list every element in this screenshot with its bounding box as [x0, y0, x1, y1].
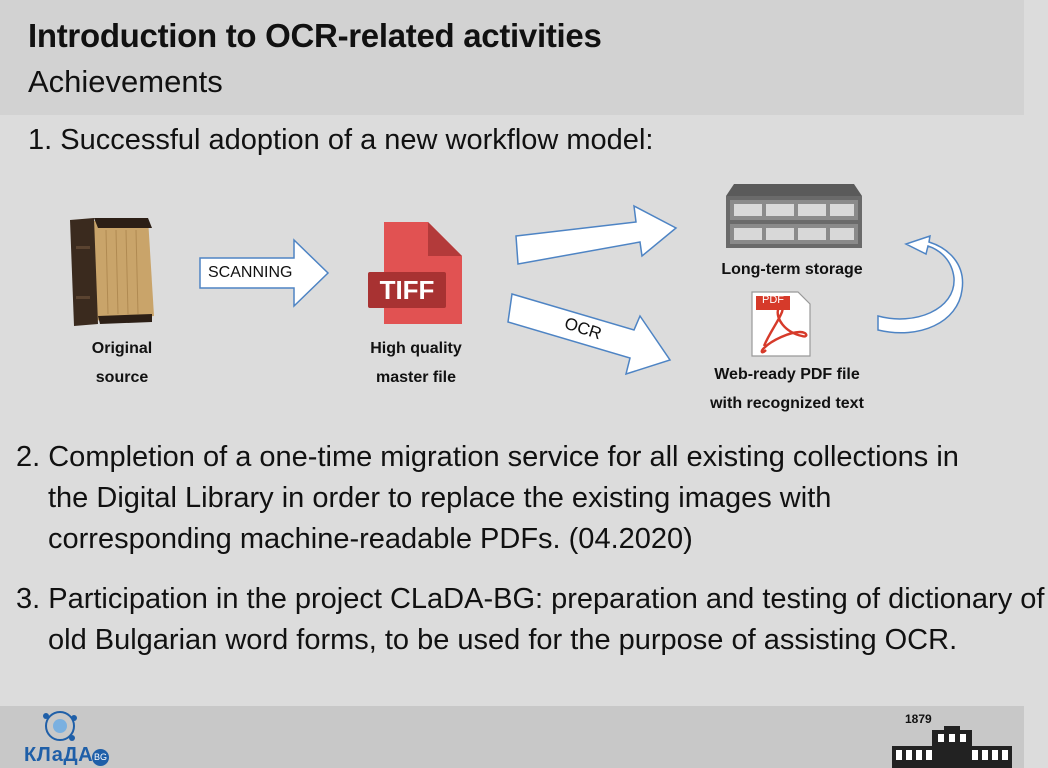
pdf-file-icon [751, 291, 811, 357]
pdf-file-line-2: with recognized text [710, 395, 864, 412]
footer-band [0, 706, 1024, 768]
tiff-label: TIFF [379, 275, 435, 305]
scanning-label: SCANNING [208, 264, 293, 281]
pdf-file-label: Web-ready PDF file with recognized text [692, 360, 882, 418]
clada-logo-icon [43, 711, 77, 741]
pdf-label: PDF [762, 294, 784, 306]
header-band [0, 0, 1024, 115]
item-1-text: 1. Successful adoption of a new workflow… [28, 124, 654, 156]
ocr-arrow [507, 293, 672, 376]
clada-logo-text: КЛаДА [24, 744, 94, 766]
university-building-icon [892, 726, 1012, 768]
curved-arrow [877, 234, 964, 334]
scanning-arrow [199, 238, 330, 308]
item-3-text: 3. Participation in the project CLaDA-BG… [16, 583, 1045, 656]
slide-subtitle: Achievements [28, 64, 223, 99]
original-source-line-2: source [95, 369, 149, 386]
master-file-line-2: master file [375, 369, 457, 386]
storage-arrow [515, 204, 678, 265]
year-label: 1879 [905, 712, 932, 726]
master-file-label: High quality master file [356, 334, 476, 392]
storage-label: Long-term storage [721, 261, 863, 278]
original-source-label: Original source [72, 334, 172, 392]
pdf-file-line-1: Web-ready PDF file [714, 366, 860, 383]
server-icon [726, 184, 862, 248]
clada-logo-badge: BG [92, 749, 109, 766]
original-source-line-1: Original [91, 340, 153, 357]
slide-title: Introduction to OCR-related activities [28, 17, 602, 54]
book-icon [70, 218, 154, 326]
item-2-text: 2. Completion of a one-time migration se… [16, 441, 959, 555]
master-file-line-1: High quality [370, 340, 462, 357]
tiff-file-icon [368, 222, 462, 324]
